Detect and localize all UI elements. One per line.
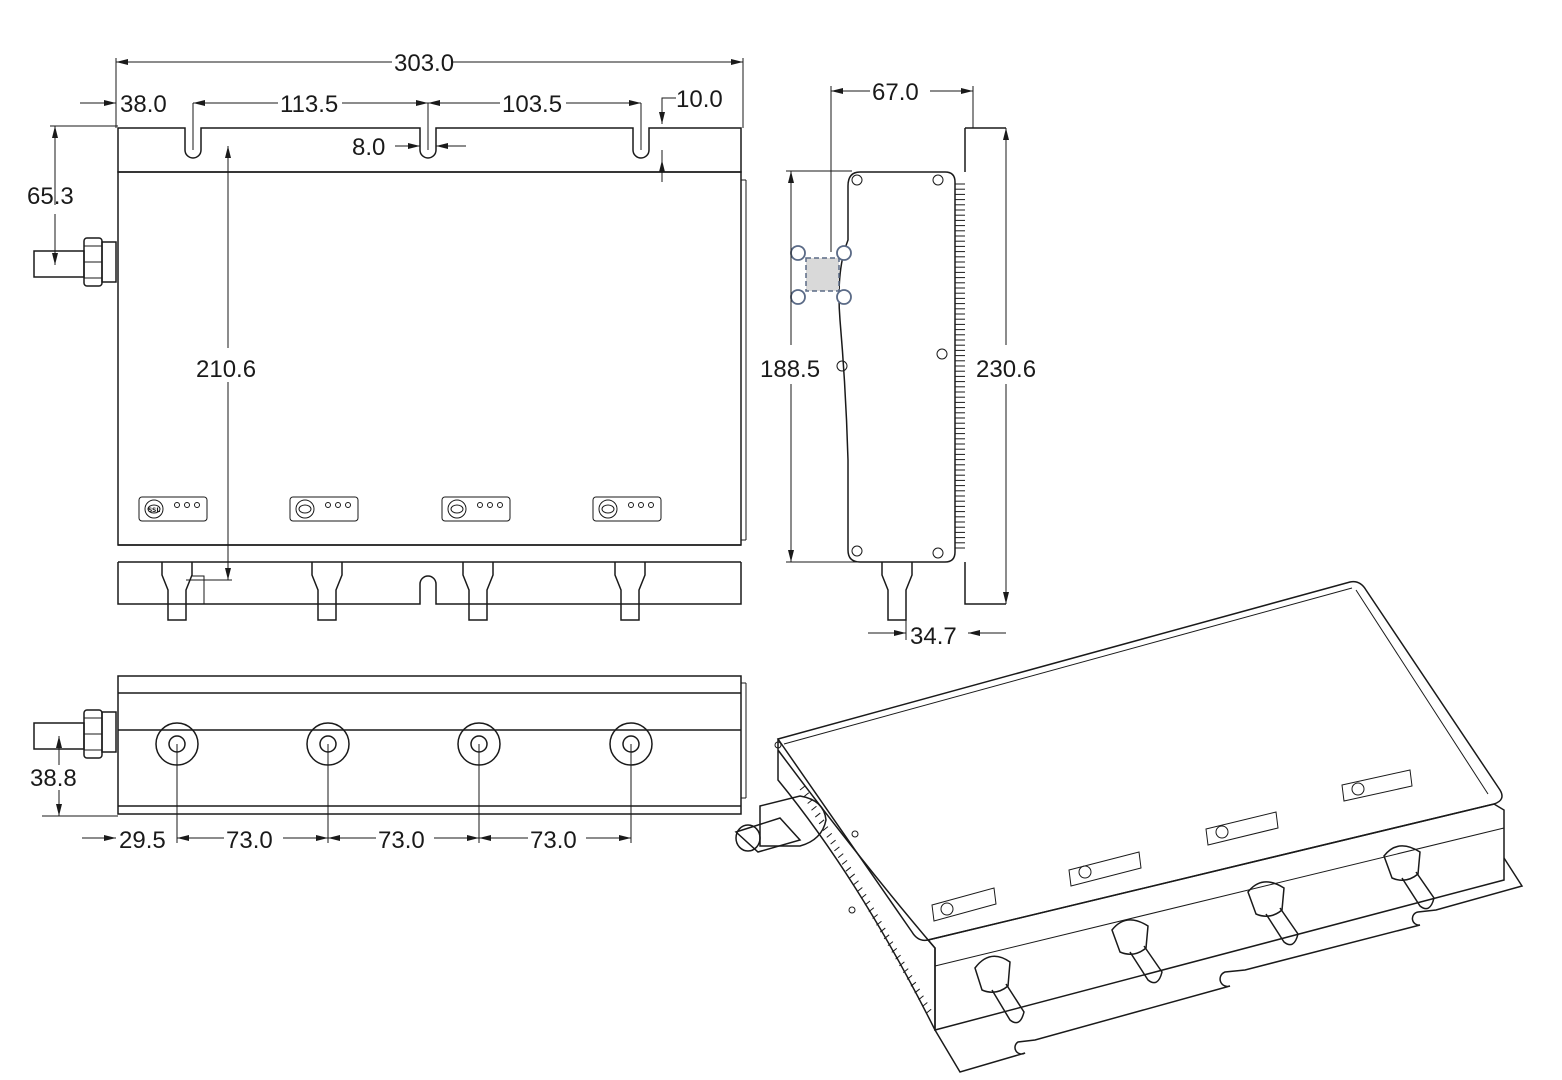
cable-gland-left [33,237,117,287]
iso-fin-line [887,941,894,946]
resize-handle-top-left[interactable] [790,245,806,261]
iso-fin-line [811,805,817,811]
iso-fin-line [818,819,825,825]
dim-flange-offset-left: 38.0 [120,91,167,118]
bottom-view: 38.8 29.5 73.0 73.0 73.0 [30,675,747,854]
iso-fin-line [914,988,921,994]
dim-side-overall-height: 230.6 [976,356,1036,383]
dim-side-depth: 67.0 [872,79,919,106]
selection-box[interactable] [790,245,852,305]
dim-slot-spacing-2: 103.5 [502,91,562,118]
status-badge [441,496,511,522]
dim-port-pitch-1: 73.0 [226,827,273,854]
isometric-view [734,580,1524,1073]
dim-port-offset-left: 29.5 [119,827,166,854]
iso-fin-line [918,995,924,1001]
iso-fin-line [807,799,813,804]
side-body [838,171,956,563]
iso-fin-line [872,914,878,919]
iso-fin-line [830,839,836,845]
iso-fin-line [834,846,840,852]
bottom-body [117,675,742,815]
iso-fin-line [902,968,909,974]
iso-fin-line [860,893,867,899]
heat-sink-fins [955,183,965,549]
iso-cable-gland [734,795,827,853]
side-view: 67.0 188.5 230.6 34.7 [760,79,1036,650]
iso-fin-line [895,954,901,960]
iso-fin-line [922,1002,928,1007]
iso-fin-line [837,853,844,859]
iso-fin-line [853,880,859,886]
iso-fin-line [799,785,806,791]
resize-handle-bottom-right[interactable] [836,289,852,305]
iso-fin-line [826,832,833,838]
iso-fin-line [857,887,863,892]
front-view: SSL 303.0 38.0 113.5 103.5 [27,50,747,621]
resize-handle-top-right[interactable] [836,245,852,261]
side-bracket [964,127,1006,605]
iso-fin-line [899,961,905,967]
iso-fin-line [925,1008,932,1014]
iso-fin-line [876,920,882,926]
front-bottom-flange [117,562,742,605]
iso-fin-line [910,981,917,987]
dim-side-connector-offset: 34.7 [910,623,957,650]
iso-fin-line [864,900,871,906]
iso-fin-line [803,792,810,798]
iso-side-face [777,739,936,1031]
bottom-connectors [161,562,646,621]
iso-fin-line [879,927,886,933]
iso-fin-line [814,812,821,818]
iso-fin-line [822,826,829,831]
iso-fin-line [891,947,898,953]
front-top-flange [117,127,742,173]
iso-flange [934,857,1524,1073]
badge-logo: SSL [148,507,160,514]
resize-handle-bottom-left[interactable] [790,289,806,305]
dim-side-body-height: 188.5 [760,356,820,383]
iso-top-face [776,580,1503,942]
iso-badges [931,769,1413,922]
iso-fin-line [883,934,890,940]
dim-body-height: 210.6 [196,356,256,383]
dim-port-pitch-2: 73.0 [378,827,425,854]
status-badge [592,496,662,522]
iso-fin-line [849,873,856,879]
cable-gland-bottom [33,709,117,759]
iso-fin-line [906,975,913,980]
iso-fin-line [841,860,848,865]
dim-slot-spacing-1: 113.5 [280,91,338,118]
iso-fin-line [845,866,852,872]
screws [836,174,948,559]
dim-port-pitch-3: 73.0 [530,827,577,854]
ports [155,722,653,843]
dim-bottom-connector-height: 38.8 [30,765,77,792]
iso-fin-line [868,907,875,913]
dim-overall-width: 303.0 [394,50,454,77]
dim-connector-height: 65.3 [27,183,74,210]
dim-slot-offset-right: 10.0 [676,86,723,113]
status-badge [289,496,359,522]
dim-slot-width: 8.0 [352,134,385,161]
iso-connectors [974,845,1435,1024]
